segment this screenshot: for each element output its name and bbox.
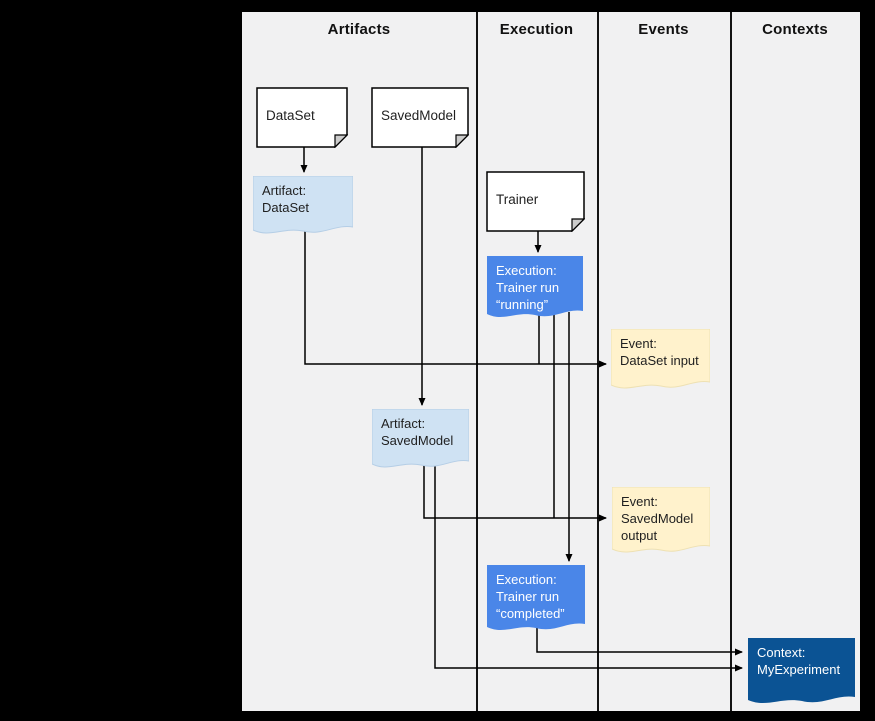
node-label: Execution: Trainer run “completed”: [496, 572, 565, 621]
execution-completed-node: Execution: Trainer run “completed”: [487, 565, 585, 635]
context-myexperiment-node: Context: MyExperiment: [748, 638, 855, 708]
node-label: Trainer: [496, 192, 539, 207]
event-savedmodel-output-node: Event: SavedModel output: [612, 487, 710, 557]
folded-corner-icon: [455, 134, 469, 148]
dataset-node: DataSet: [256, 87, 348, 148]
trainer-node: Trainer: [486, 171, 585, 232]
node-label: Event: DataSet input: [620, 336, 699, 368]
artifact-savedmodel-node: Artifact: SavedModel: [372, 409, 469, 472]
lane-title-events: Events: [638, 21, 689, 38]
node-label: SavedModel: [381, 108, 457, 123]
lane-title-artifacts: Artifacts: [327, 21, 391, 38]
edge-artifact-savedmodel-to-event-output: [423, 462, 607, 522]
connector-lines: [300, 147, 743, 672]
node-label: Artifact: DataSet: [262, 183, 309, 215]
event-dataset-input-node: Event: DataSet input: [611, 329, 710, 393]
column-divider: [597, 12, 599, 711]
node-label: Execution: Trainer run “running”: [496, 263, 560, 312]
execution-running-node: Execution: Trainer run “running”: [487, 256, 583, 322]
folded-corner-icon: [571, 218, 585, 232]
folded-corner-icon: [334, 134, 348, 148]
artifact-dataset-node: Artifact: DataSet: [253, 176, 353, 238]
savedmodel-node: SavedModel: [371, 87, 469, 148]
node-label: DataSet: [266, 108, 315, 123]
edge-artifact-savedmodel-to-context: [434, 462, 743, 672]
edge-execution-completed-to-context: [536, 622, 743, 656]
lane-title-execution: Execution: [499, 21, 574, 38]
edge-artifact-dataset-to-event-input: [304, 222, 607, 368]
column-divider: [730, 12, 732, 711]
node-label: Artifact: SavedModel: [381, 416, 454, 448]
node-label: Context: MyExperiment: [757, 645, 841, 677]
lane-title-contexts: Contexts: [762, 21, 828, 38]
column-divider: [476, 12, 478, 711]
node-label: Event: SavedModel output: [621, 494, 694, 543]
diagram-panel: Artifacts Execution Events Contexts: [240, 10, 862, 713]
